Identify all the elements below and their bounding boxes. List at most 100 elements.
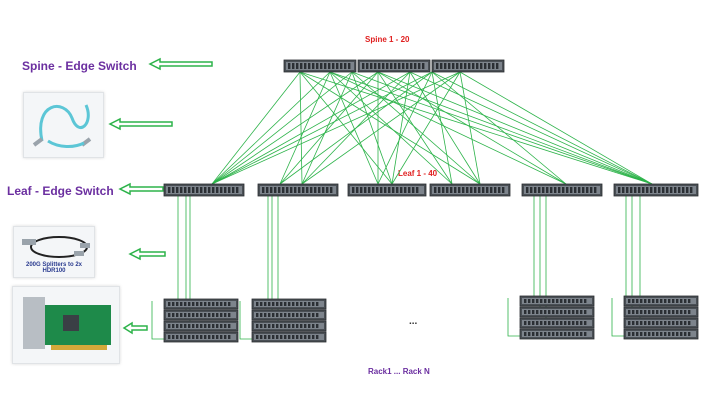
leaf-rack-link [164, 196, 187, 317]
spine-leaf-link [329, 71, 567, 185]
spine-switch [357, 59, 431, 73]
rack-server [623, 306, 699, 318]
spine-range-label: Spine 1 - 20 [365, 35, 410, 44]
leaf-rack-link [611, 298, 624, 337]
server-rack [623, 295, 699, 340]
leaf-switch [429, 183, 511, 197]
leaf-rack-link [151, 301, 164, 340]
spine-leaf-link [377, 71, 653, 185]
spine-leaf-link [301, 71, 461, 185]
fiber-optic-cable-icon [32, 104, 92, 148]
rack-server [163, 320, 239, 332]
leaf-tier-label: Leaf - Edge Switch [7, 184, 114, 198]
rack-server [251, 331, 327, 343]
spine-leaf-link [299, 71, 481, 185]
spine-leaf-link [279, 71, 433, 185]
leaf-rack-link [507, 298, 520, 337]
network-adapter-card-icon [23, 297, 111, 350]
leaf-switch [163, 183, 245, 197]
spine-leaf-links [211, 71, 653, 185]
splitter-caption: 200G Splitters to 2x HDR100 [25, 262, 83, 274]
rack-gap-ellipsis: ... [409, 316, 418, 327]
spine-leaf-link [409, 71, 481, 185]
spine-leaf-link [351, 71, 481, 185]
spine-leaf-link [211, 71, 433, 185]
arrow-leaf-label [118, 182, 164, 196]
arrow-cable [108, 117, 173, 131]
server-rack [163, 298, 239, 343]
spine-leaf-link [377, 71, 567, 185]
server-rack [519, 295, 595, 340]
spine-switches [283, 59, 505, 73]
arrows [108, 57, 213, 335]
spine-tier-label: Spine - Edge Switch [22, 59, 137, 73]
rack-server [623, 328, 699, 340]
spine-leaf-link [377, 71, 453, 185]
spine-leaf-link [391, 71, 411, 185]
spine-leaf-link [329, 71, 379, 185]
server-racks [163, 295, 699, 343]
spine-switch [431, 59, 505, 73]
leaf-switch [613, 183, 699, 197]
spine-leaf-link [211, 71, 353, 185]
leaf-switches [163, 183, 699, 197]
spine-leaf-link [211, 71, 379, 185]
spine-leaf-link [279, 71, 331, 185]
rack-server [623, 317, 699, 329]
rack-server [163, 298, 239, 310]
spine-leaf-link [211, 71, 331, 185]
spine-leaf-link [329, 71, 453, 185]
leaf-switch [347, 183, 427, 197]
rack-server [163, 309, 239, 321]
leaf-rack-link [520, 196, 535, 303]
spine-leaf-link [409, 71, 653, 185]
rack-server [519, 306, 595, 318]
cable-thumbnail [23, 92, 104, 158]
rack-server [251, 320, 327, 332]
spine-leaf-link [431, 71, 453, 185]
leaf-switch [521, 183, 603, 197]
rack-server [519, 328, 595, 340]
leaf-rack-link [624, 196, 633, 314]
server-rack [251, 298, 327, 343]
spine-switch [283, 59, 357, 73]
spine-leaf-link [211, 71, 301, 185]
splitter-thumbnail: 200G Splitters to 2x HDR100 [13, 226, 95, 278]
arrow-splitter [128, 247, 166, 261]
leaf-rack-link [252, 196, 273, 317]
arrow-spine-label [148, 57, 213, 71]
leaf-rack-link [624, 196, 627, 303]
rack-server [623, 295, 699, 307]
spine-leaf-link [299, 71, 303, 185]
leaf-range-label: Leaf 1 - 40 [398, 169, 438, 178]
rack-server [519, 295, 595, 307]
spine-leaf-link [329, 71, 653, 185]
spine-leaf-link [459, 71, 653, 185]
rack-server [251, 309, 327, 321]
spine-leaf-link [459, 71, 481, 185]
leaf-rack-link [252, 196, 269, 306]
spine-leaf-link [391, 71, 461, 185]
rack-range-label: Rack1 ... Rack N [368, 367, 430, 376]
leaf-rack-link [520, 196, 541, 314]
spine-leaf-link [431, 71, 567, 185]
adapter-thumbnail [12, 286, 120, 364]
spine-leaf-link [279, 71, 379, 185]
spine-leaf-link [377, 71, 433, 185]
spine-leaf-link [351, 71, 653, 185]
spine-leaf-link [301, 71, 353, 185]
rack-server [519, 317, 595, 329]
spine-leaf-link [211, 71, 461, 185]
spine-leaf-link [299, 71, 393, 185]
leaf-switch [257, 183, 339, 197]
arrow-adapter [122, 321, 148, 335]
rack-server [163, 331, 239, 343]
spine-leaf-link [431, 71, 653, 185]
leaf-rack-link [164, 196, 179, 306]
spine-leaf-link [211, 71, 411, 185]
spine-leaf-link [351, 71, 393, 185]
leaf-rack-link [239, 301, 252, 340]
splitter-cable-icon [22, 236, 90, 258]
rack-server [251, 298, 327, 310]
